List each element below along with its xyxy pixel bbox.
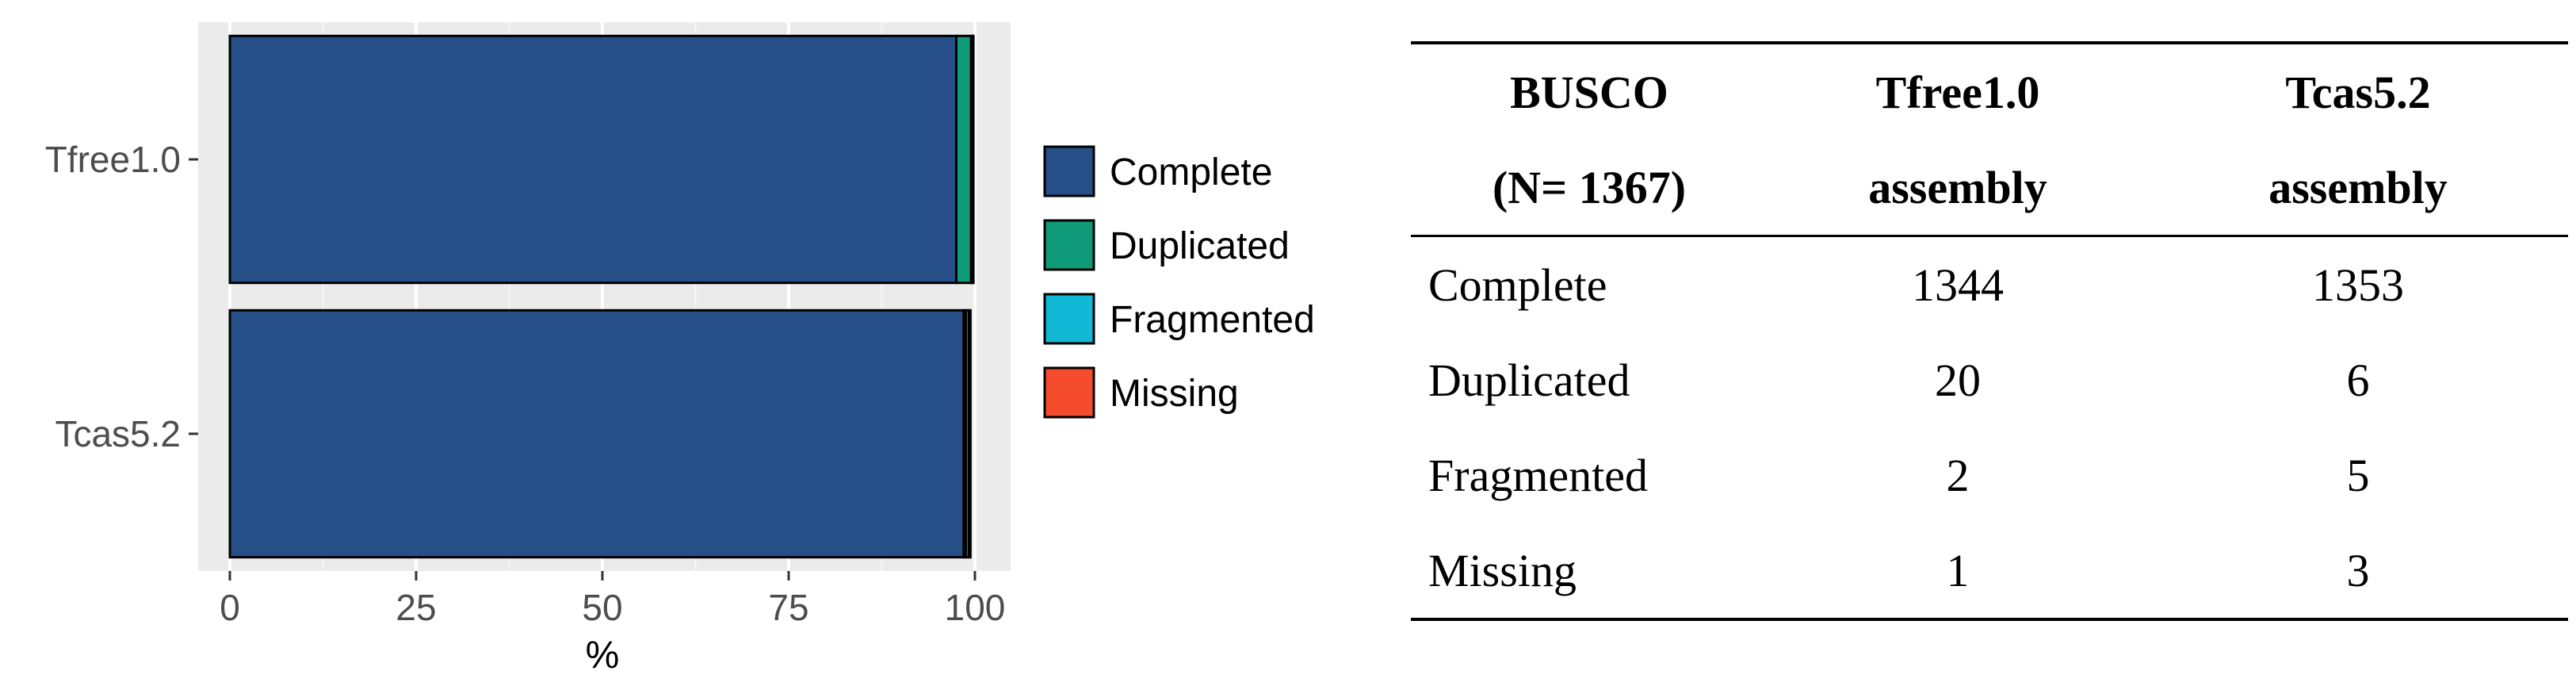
tfree-value: 1344 xyxy=(1912,259,2004,311)
row-label: Fragmented xyxy=(1428,449,1649,501)
table-header-cell: BUSCO xyxy=(1510,66,1668,118)
tcas-value: 3 xyxy=(2346,544,2370,596)
legend-swatch-complete xyxy=(1043,145,1095,197)
legend-label-duplicated: Duplicated xyxy=(1110,225,1290,267)
tfree-value: 20 xyxy=(1935,354,1981,406)
tcas-value: 6 xyxy=(2346,354,2370,406)
legend-swatch-fragmented xyxy=(1043,293,1095,345)
tcas-value: 1353 xyxy=(2312,259,2404,311)
tfree-value: 2 xyxy=(1946,449,1970,501)
y-tick-label: Tcas5.2 xyxy=(55,413,181,454)
x-tick-label: 0 xyxy=(220,587,240,628)
legend-swatch-duplicated xyxy=(1043,219,1095,271)
bars xyxy=(228,34,975,559)
y-tick-label: Tfree1.0 xyxy=(45,139,181,180)
row-label: Duplicated xyxy=(1428,354,1630,406)
table-header-cell: Tfree1.0 xyxy=(1875,66,2040,118)
bar-segment-missing-tcas5-2 xyxy=(967,308,972,559)
legend-label-fragmented: Fragmented xyxy=(1110,299,1315,341)
tfree-value: 1 xyxy=(1946,544,1970,596)
legend-label-complete: Complete xyxy=(1110,151,1272,193)
bar-segment-complete-tcas5-2 xyxy=(228,308,965,559)
table-header-cell: assembly xyxy=(2268,161,2448,213)
table-row: Duplicated 20 6 xyxy=(1411,332,2568,427)
table-header-row: (N= 1367) assembly assembly xyxy=(1411,140,2568,236)
bar-segment-duplicated-tfree1-0 xyxy=(955,34,973,285)
busco-summary-table: BUSCO Tfree1.0 Tcas5.2 (N= 1367) assembl… xyxy=(1411,41,2568,621)
x-tick-label: 25 xyxy=(396,587,436,628)
table-row: Complete 1344 1353 xyxy=(1411,236,2568,333)
table-header-cell: assembly xyxy=(1868,161,2047,213)
table-row: Missing 1 3 xyxy=(1411,523,2568,619)
x-axis-title: % xyxy=(586,634,620,676)
legend-label-missing: Missing xyxy=(1110,373,1239,415)
x-tick-label: 100 xyxy=(945,587,1006,628)
row-label: Missing xyxy=(1428,544,1577,596)
table-header-cell: Tcas5.2 xyxy=(2285,66,2431,118)
x-tick-label: 50 xyxy=(582,587,622,628)
legend-swatch-missing xyxy=(1043,366,1095,419)
bar-segment-complete-tfree1-0 xyxy=(228,34,957,285)
row-label: Complete xyxy=(1428,259,1607,311)
tcas-value: 5 xyxy=(2346,449,2370,501)
table-header-cell: (N= 1367) xyxy=(1492,161,1687,213)
x-tick-label: 75 xyxy=(768,587,808,628)
table-row: Fragmented 2 5 xyxy=(1411,427,2568,523)
table-header-row: BUSCO Tfree1.0 Tcas5.2 xyxy=(1411,43,2568,140)
